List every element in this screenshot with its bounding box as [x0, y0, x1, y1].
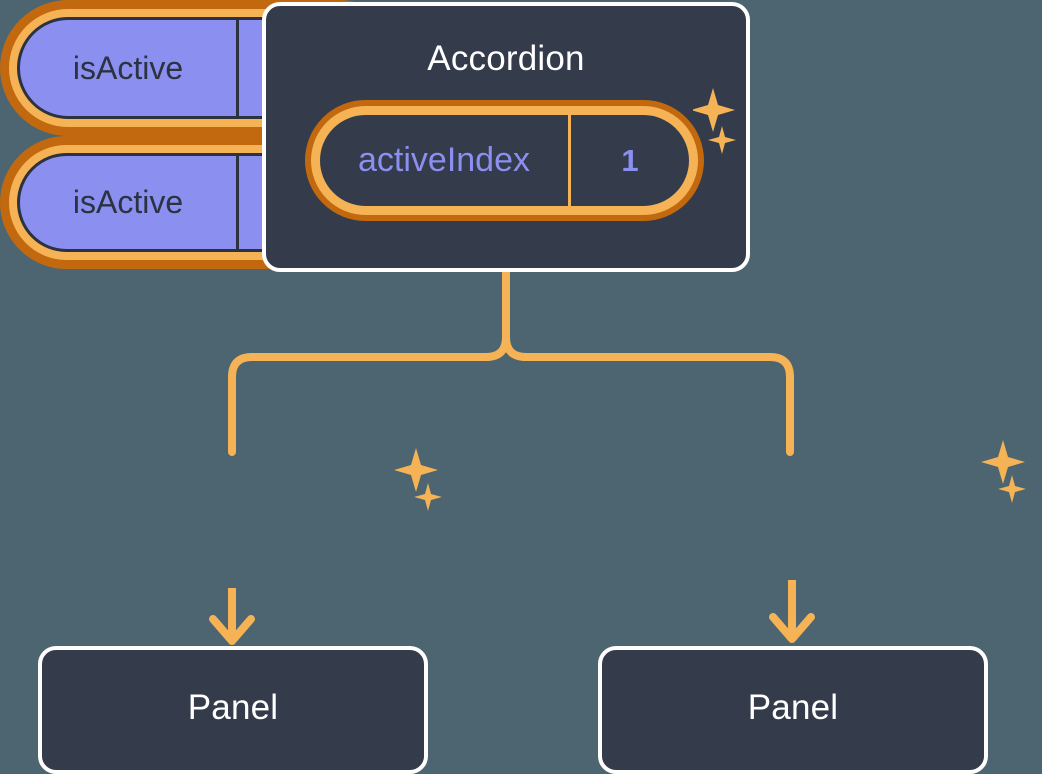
- arrow-right-head: [769, 613, 815, 643]
- arrow-left-head: [209, 615, 255, 645]
- state-key-activeindex: activeIndex: [320, 115, 571, 206]
- sparkle-four-point-large: [981, 440, 1025, 484]
- state-value-activeindex: 1: [621, 142, 639, 178]
- sparkle-four-point-small: [998, 475, 1026, 503]
- state-pill-activeindex[interactable]: activeIndex 1: [305, 100, 704, 221]
- panel-title-right: Panel: [747, 688, 839, 727]
- state-key-isactive-right: isActive: [20, 156, 239, 249]
- panel-card-right: Panel: [598, 646, 988, 774]
- state-pill-inner: activeIndex 1: [311, 106, 698, 215]
- sparkle-four-point-small: [414, 483, 442, 511]
- connector-root-to-right: [502, 268, 794, 456]
- sparkle-four-point-large: [394, 448, 438, 492]
- panel-card-left: Panel: [38, 646, 428, 774]
- panel-title-left: Panel: [187, 688, 279, 727]
- state-key-isactive-left: isActive: [20, 20, 239, 116]
- connector-root-to-left: [228, 268, 510, 456]
- accordion-title: Accordion: [427, 39, 585, 78]
